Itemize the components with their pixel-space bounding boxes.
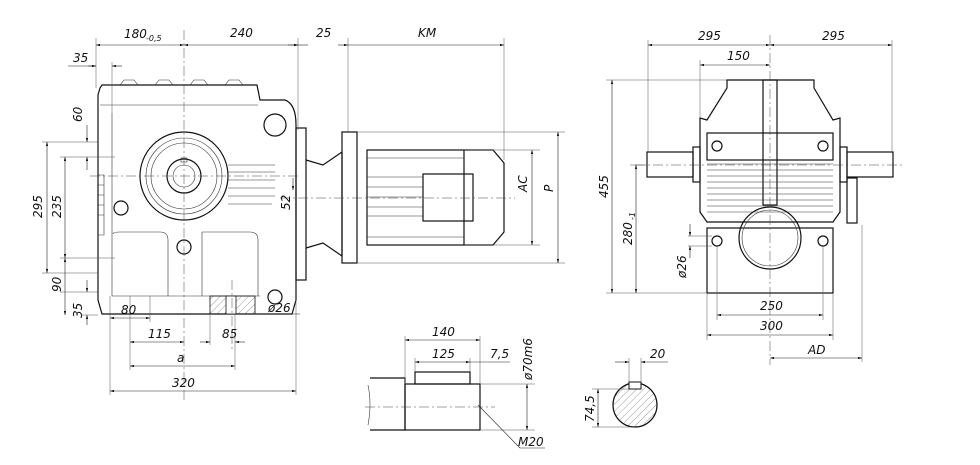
dim-p: P	[542, 184, 556, 192]
dim-ac: AC	[516, 175, 530, 193]
dim-295-left: 295	[698, 29, 721, 43]
dim-52: 52	[279, 195, 293, 210]
dim-280-tolerance: -1	[628, 212, 637, 220]
dim-250: 250	[760, 299, 783, 313]
dim-ad: AD	[807, 343, 825, 357]
dim-180: 180	[124, 27, 147, 41]
dim-hole-side: ø26	[267, 301, 291, 315]
dim-320: 320	[172, 376, 195, 390]
dim-35-bottom: 35	[71, 303, 85, 318]
dim-455: 455	[597, 175, 611, 198]
dim-140: 140	[432, 325, 455, 339]
dim-125: 125	[432, 347, 455, 361]
dim-7-5: 7,5	[490, 347, 509, 361]
key-section: 20 74,5	[583, 347, 668, 428]
dim-90: 90	[50, 276, 64, 292]
dim-hole-front: ø26	[675, 255, 689, 279]
dim-180-tolerance: -0,5	[146, 34, 162, 43]
dim-295: 295	[31, 195, 45, 218]
dim-km: KM	[418, 26, 437, 40]
shaft-detail: 140 125 7,5 ø70m6 M20	[365, 325, 545, 449]
dim-240: 240	[230, 26, 253, 40]
front-view: 295 295 150 455 280 -1 ø26 250 300 AD	[597, 29, 905, 365]
dim-shaft-diameter: ø70m6	[521, 338, 535, 381]
dim-115: 115	[148, 327, 171, 341]
dim-80: 80	[121, 303, 137, 317]
dim-74-5: 74,5	[583, 395, 597, 422]
dim-280: 280	[621, 222, 635, 245]
dim-25: 25	[316, 26, 331, 40]
dim-20: 20	[650, 347, 666, 361]
dim-35-top: 35	[73, 51, 88, 65]
side-view: 180 -0,5 240 25 KM 35 60 295 235 90 35 5…	[31, 26, 565, 400]
dim-60: 60	[71, 106, 85, 122]
dim-235: 235	[50, 195, 64, 218]
dim-85: 85	[222, 327, 237, 341]
dim-300: 300	[760, 319, 783, 333]
dim-150: 150	[727, 49, 750, 63]
dim-295-right: 295	[822, 29, 845, 43]
thread-label: M20	[518, 435, 544, 449]
dim-a: a	[177, 351, 184, 365]
